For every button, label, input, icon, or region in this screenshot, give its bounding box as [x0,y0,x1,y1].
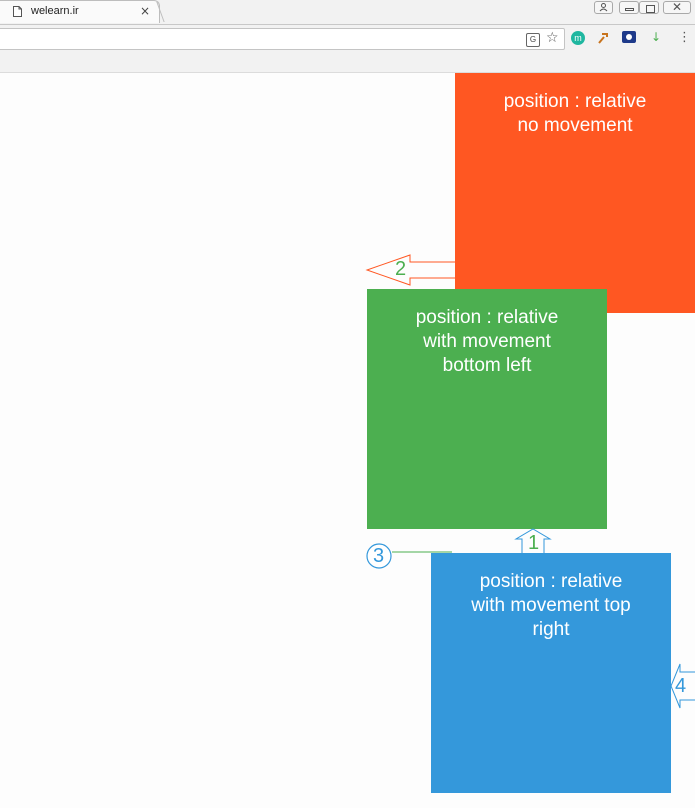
page-icon [13,6,22,17]
box-line: position : relative [415,307,559,328]
menu-icon[interactable]: ⋮ [678,30,691,45]
box-line: position : relative [503,91,647,112]
marker-3: 3 [373,545,385,567]
box-relative-bottom-left: position : relative with movement bottom… [367,289,607,529]
box-line: position : relative [479,571,623,592]
bookmarks-bar [0,52,695,73]
tab-title: welearn.ir [31,5,79,17]
browser-toolbar: G ☆ m ↓ ⋮ [0,25,695,52]
box-relative-no-movement: position : relative no movement [455,73,695,313]
translate-icon[interactable]: G [526,33,540,47]
extension-tool-icon[interactable] [598,31,609,44]
box-line: right [532,619,570,640]
close-window-icon: ✕ [672,0,683,14]
download-icon[interactable]: ↓ [651,30,662,44]
address-bar[interactable]: G ☆ [0,28,565,50]
marker-4: 4 [675,675,687,697]
marker-1: 1 [528,532,540,554]
close-tab-icon[interactable]: × [140,4,151,18]
close-window-button[interactable]: ✕ [663,0,691,14]
tab-strip: welearn.ir × ✕ [0,0,695,25]
minimize-button[interactable] [619,1,639,14]
minimize-icon [625,8,634,11]
extension-m-icon[interactable]: m [571,31,585,45]
box-line: no movement [517,115,633,136]
box-line: bottom left [442,355,532,376]
person-icon [599,3,608,12]
restore-icon [646,5,655,13]
box-relative-top-right: position : relative with movement top ri… [431,553,671,793]
profile-button[interactable] [594,1,613,14]
extension-camera-icon[interactable] [622,31,636,43]
marker-2: 2 [395,258,407,280]
box-line: with movement top [471,595,631,616]
bookmark-star-icon[interactable]: ☆ [546,30,559,46]
restore-button[interactable] [639,1,659,14]
browser-tab[interactable]: welearn.ir × [0,0,160,23]
box-line: with movement [423,331,551,352]
